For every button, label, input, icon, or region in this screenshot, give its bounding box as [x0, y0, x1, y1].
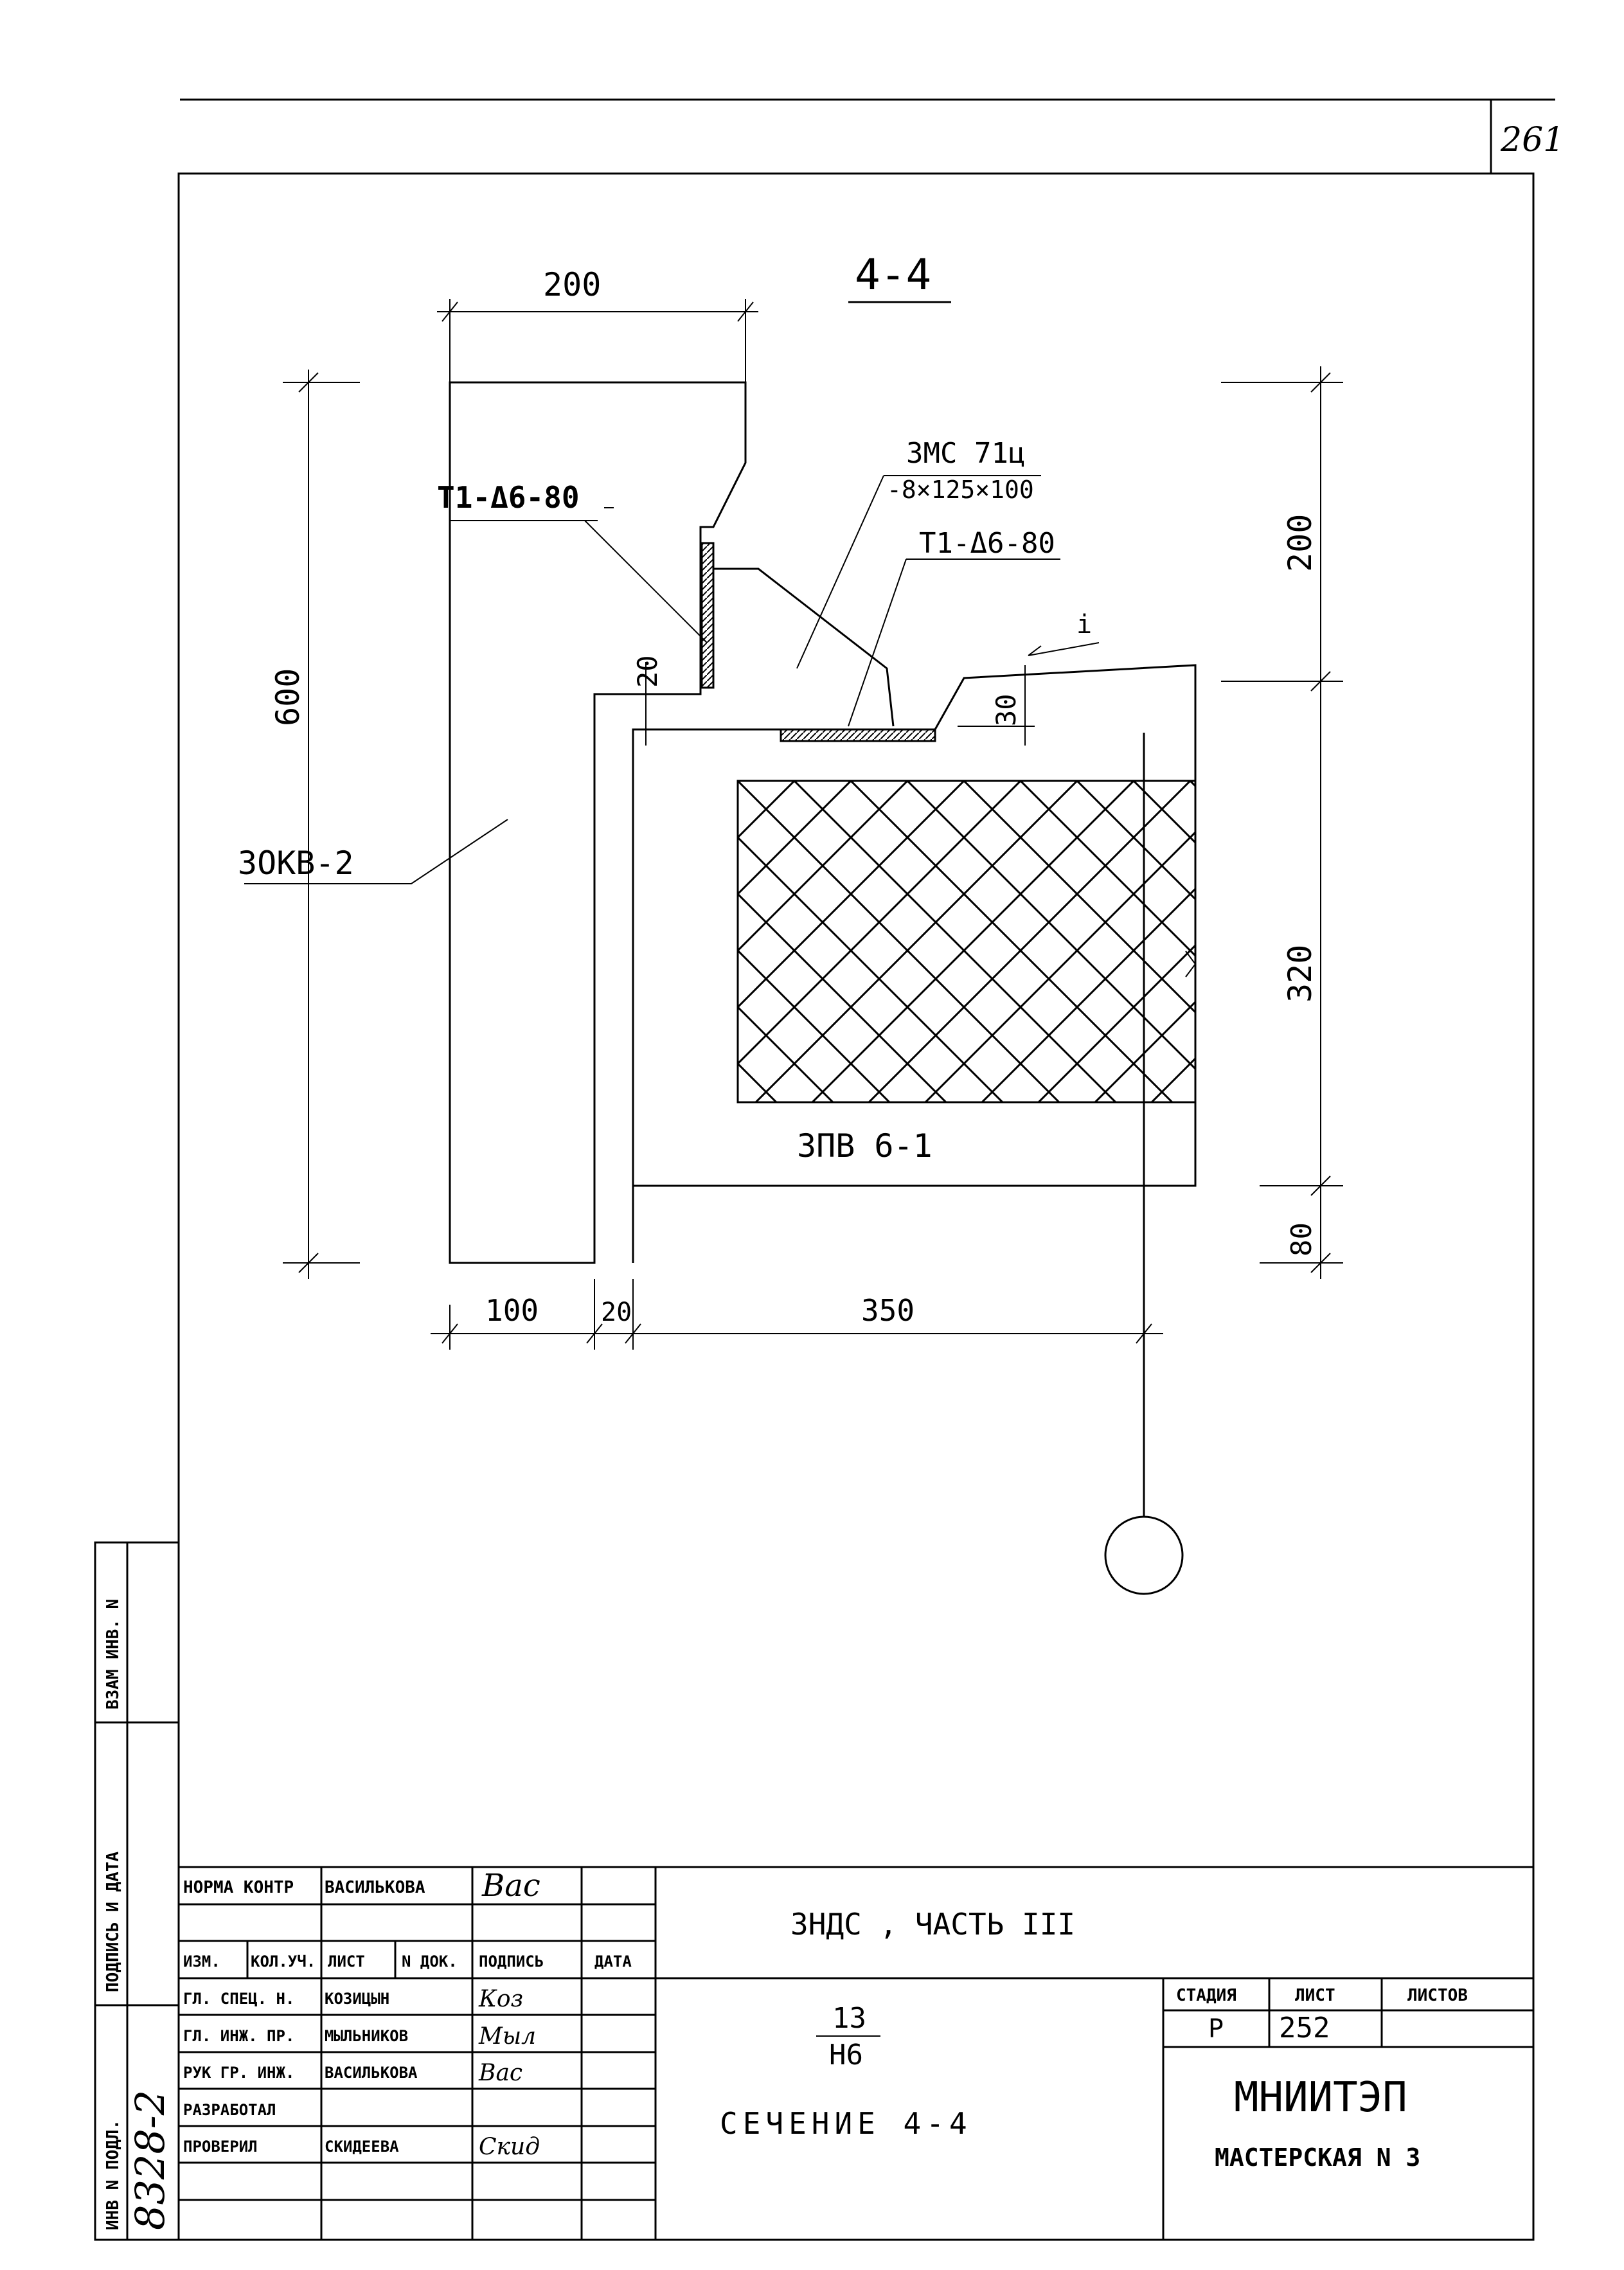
hdr-podpis: ПОДПИСЬ — [479, 1953, 544, 1971]
row-role-5: ПРОВЕРИЛ — [183, 2138, 258, 2156]
drain-circle-icon — [1104, 1515, 1184, 1595]
sheet-name: СЕЧЕНИЕ 4-4 — [720, 2106, 972, 2141]
sheet-label: ЛИСТ — [1295, 1986, 1335, 2005]
dim-gap-20: 20 — [632, 655, 663, 688]
row-role-4: РАЗРАБОТАЛ — [183, 2101, 276, 2119]
embedded-plate — [713, 568, 895, 727]
dim-bottom-right: 350 — [861, 1293, 915, 1328]
label-panel: 3ПВ 6-1 — [797, 1127, 932, 1165]
hdr-ndok: N ДОК. — [402, 1953, 458, 1971]
hdr-data: ДАТА — [594, 1953, 632, 1971]
sheet-value: 252 — [1279, 2012, 1330, 2044]
label-column: 3ОКВ-2 — [238, 845, 354, 882]
dim-right-top: 200 — [1281, 514, 1319, 572]
insulation-hatch — [736, 780, 1197, 1104]
project-title: ЗНДС , ЧАСТЬ III — [790, 1907, 1075, 1942]
label-plate-size: -8×125×100 — [887, 476, 1034, 504]
leader-plate — [796, 475, 1041, 669]
norm-control-name: ВАСИЛЬКОВА — [325, 1878, 425, 1897]
hdr-izm: ИЗМ. — [183, 1953, 220, 1971]
dim-step-30: 30 — [990, 693, 1022, 726]
sheets-label: ЛИСТОВ — [1407, 1986, 1468, 2005]
section-drawing: 4-4 200 600 — [238, 250, 1343, 1595]
dim-right-bottom: 80 — [1285, 1222, 1318, 1256]
code-denominator: Н6 — [829, 2039, 863, 2071]
label-slope: i — [1076, 610, 1092, 639]
stage-label: СТАДИЯ — [1176, 1986, 1236, 2005]
code-numerator: 13 — [832, 2002, 866, 2035]
stage-value: Р — [1208, 2014, 1224, 2044]
page-number: 261 — [1500, 121, 1564, 159]
side-label-inv: ИНВ N ПОДЛ. — [103, 2120, 123, 2230]
weld-plate-vertical — [700, 542, 715, 689]
dim-left-height: 600 — [269, 668, 307, 726]
drawing-frame — [177, 172, 1535, 2241]
section-title: 4-4 — [855, 250, 931, 299]
row-name-5: СКИДЕЕВА — [325, 2138, 399, 2156]
row-name-1: КОЗИЦЫН — [325, 1990, 389, 2008]
row-sign-1: Коз — [478, 1986, 523, 2012]
label-weld-right: Т1-Δ6-80 — [919, 527, 1055, 560]
org-name: МНИИТЭП — [1234, 2074, 1407, 2122]
hdr-koluch: КОЛ.УЧ. — [251, 1953, 316, 1971]
dim-right-mid: 320 — [1281, 945, 1319, 1003]
row-name-3: ВАСИЛЬКОВА — [325, 2064, 418, 2082]
row-name-2: МЫЛЬНИКОВ — [325, 2027, 408, 2045]
row-sign-2: Мыл — [478, 2023, 536, 2050]
side-inv-number: 8328-2 — [127, 2090, 174, 2230]
row-role-2: ГЛ. ИНЖ. ПР. — [183, 2027, 294, 2045]
dim-bottom-left: 100 — [485, 1293, 539, 1328]
row-role-1: ГЛ. СПЕЦ. Н. — [183, 1990, 294, 2008]
side-label-vzam: ВЗАМ ИНВ. N — [103, 1599, 123, 1710]
title-block: НОРМА КОНТР ВАСИЛЬКОВА Вас ИЗМ. КОЛ.УЧ. … — [179, 1866, 1533, 2240]
side-strip: ВЗАМ ИНВ. N ПОДПИСЬ И ДАТА ИНВ N ПОДЛ. 8… — [94, 1541, 180, 2241]
row-sign-3: Вас — [478, 2060, 522, 2086]
org-sub: МАСТЕРСКАЯ N 3 — [1215, 2143, 1420, 2172]
hdr-list: ЛИСТ — [328, 1953, 365, 1971]
side-label-podpis: ПОДПИСЬ И ДАТА — [103, 1852, 123, 1992]
norm-control-label: НОРМА КОНТР — [183, 1878, 294, 1897]
dim-bottom-mid: 20 — [601, 1298, 632, 1327]
column-outline — [449, 381, 747, 1264]
label-weld-left: Т1-Δ6-80 — [437, 480, 580, 515]
leader-weld-left — [584, 507, 708, 643]
label-plate-mark: 3МС 71ц — [906, 437, 1025, 470]
leader-column — [244, 819, 508, 884]
dim-top-width: 200 — [543, 266, 601, 303]
row-role-3: РУК ГР. ИНЖ. — [183, 2064, 294, 2082]
weld-plate-horizontal — [780, 728, 936, 742]
slope-arrow — [1028, 642, 1100, 656]
break-mark — [1185, 951, 1197, 978]
row-sign-5: Скид — [479, 2134, 540, 2160]
norm-control-sign: Вас — [481, 1868, 540, 1904]
leader-weld-right — [848, 559, 1060, 727]
